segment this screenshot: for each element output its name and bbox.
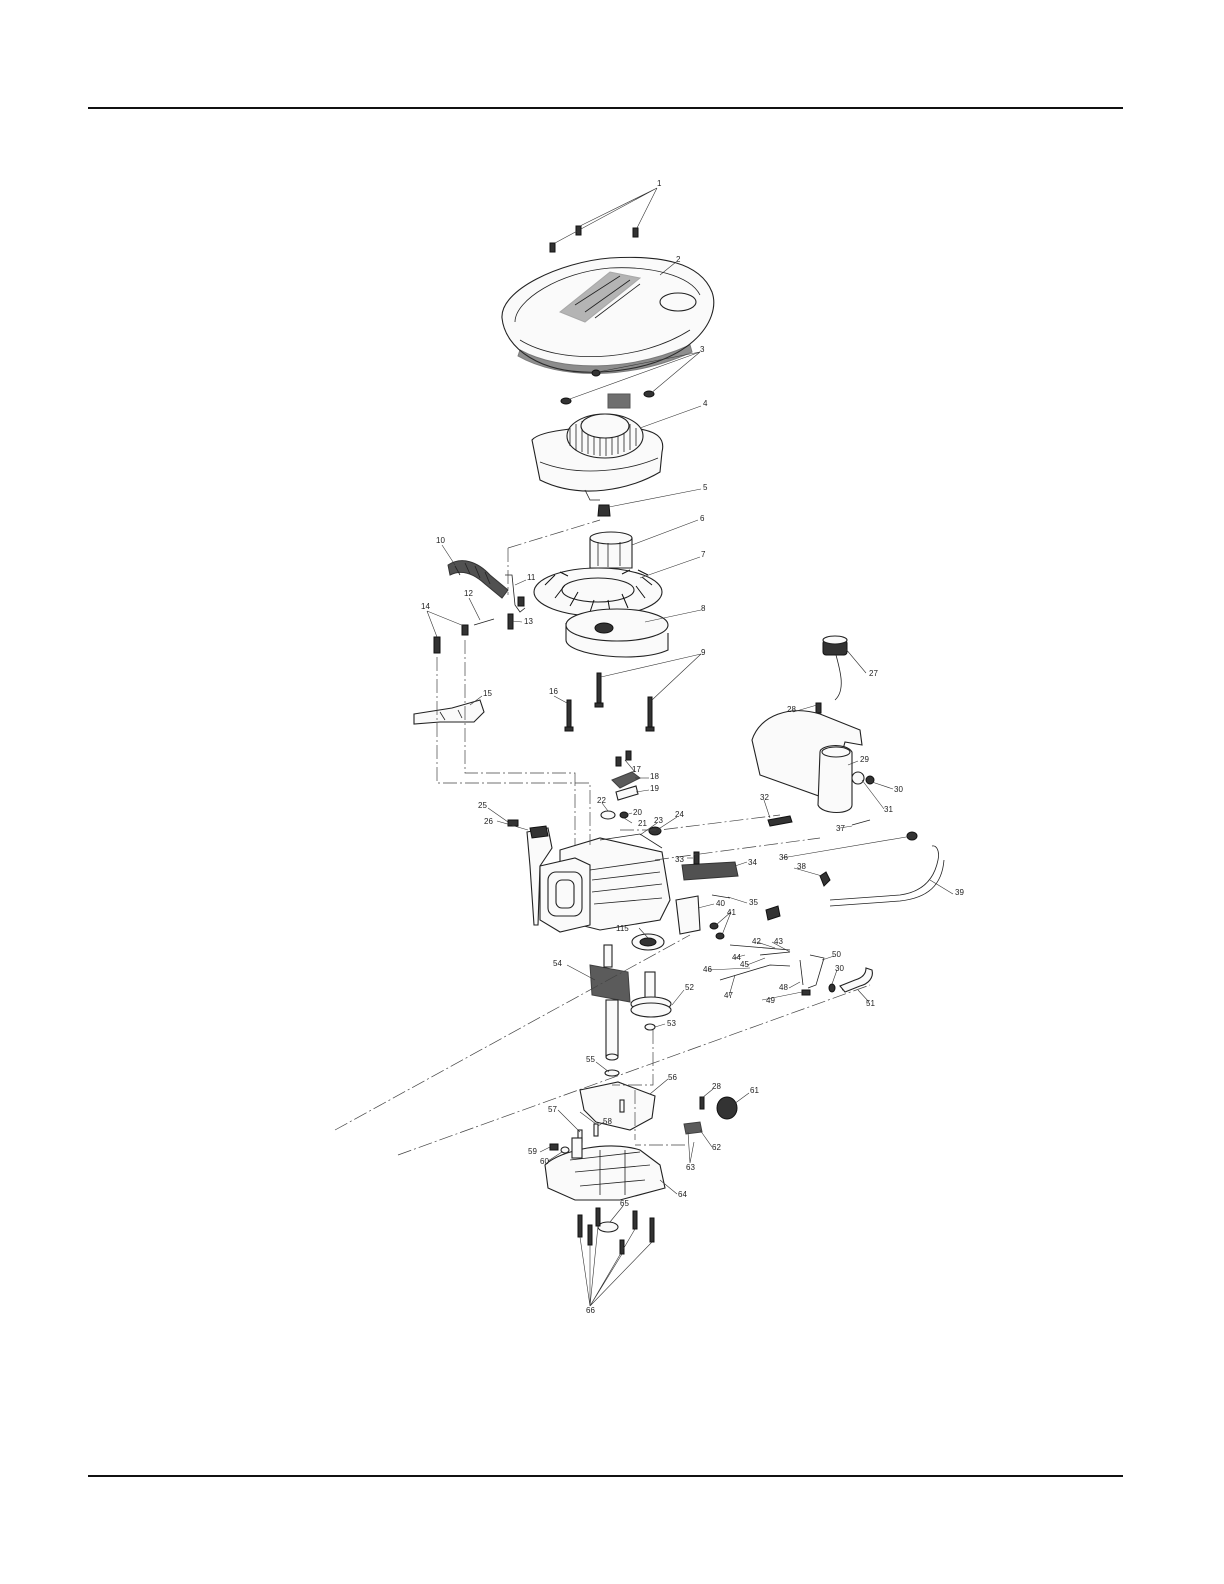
fan-housing <box>532 394 663 500</box>
flywheel <box>566 609 668 657</box>
callout-labels: 1 2 3 4 5 6 7 8 9 10 11 12 13 14 15 16 1… <box>421 179 964 1315</box>
bearing-115 <box>632 934 664 950</box>
callout-19: 19 <box>650 784 659 793</box>
callout-9: 9 <box>701 648 706 657</box>
baffle <box>414 700 484 724</box>
callout-58: 58 <box>603 1117 612 1126</box>
callout-53: 53 <box>667 1019 676 1028</box>
callout-1: 1 <box>657 179 662 188</box>
callout-61: 61 <box>750 1086 759 1095</box>
screws-17 <box>616 751 631 766</box>
callout-49: 49 <box>766 996 775 1005</box>
bracket-18-19 <box>612 772 640 800</box>
callout-115: 115 <box>616 924 629 933</box>
callout-50: 50 <box>832 950 841 959</box>
callout-27: 27 <box>869 669 878 678</box>
callout-51: 51 <box>866 999 875 1008</box>
callout-15: 15 <box>483 689 492 698</box>
crankshaft <box>590 945 630 1060</box>
callout-2: 2 <box>676 255 681 264</box>
callout-47: 47 <box>724 991 733 1000</box>
screws-1 <box>550 226 638 252</box>
callout-30b: 30 <box>835 964 844 973</box>
governor-parts <box>682 852 738 898</box>
stud-16 <box>565 700 573 731</box>
callout-41: 41 <box>727 908 736 917</box>
callout-54: 54 <box>553 959 562 968</box>
screen <box>590 532 632 568</box>
engine-block <box>540 811 670 932</box>
callout-62: 62 <box>712 1143 721 1152</box>
callout-25: 25 <box>478 801 487 810</box>
crankcase-gasket <box>580 1082 655 1130</box>
callout-21: 21 <box>638 819 647 828</box>
callout-65: 65 <box>620 1199 629 1208</box>
callout-30: 30 <box>894 785 903 794</box>
callout-13: 13 <box>524 617 533 626</box>
callout-43: 43 <box>774 937 783 946</box>
callout-28: 28 <box>787 705 796 714</box>
callout-29: 29 <box>860 755 869 764</box>
callout-18: 18 <box>650 772 659 781</box>
brake-lever-assembly <box>448 561 525 629</box>
callout-57: 57 <box>548 1105 557 1114</box>
callout-14: 14 <box>421 602 430 611</box>
callout-45: 45 <box>740 960 749 969</box>
callout-33: 33 <box>675 855 684 864</box>
callout-52: 52 <box>685 983 694 992</box>
callout-55: 55 <box>586 1055 595 1064</box>
callout-6: 6 <box>700 514 705 523</box>
callout-35: 35 <box>749 898 758 907</box>
callout-28b: 28 <box>712 1082 721 1091</box>
callout-66: 66 <box>586 1306 595 1315</box>
fan <box>534 568 662 616</box>
callout-64: 64 <box>678 1190 687 1199</box>
throttle-linkage <box>720 906 872 995</box>
callout-20: 20 <box>633 808 642 817</box>
callout-48: 48 <box>779 983 788 992</box>
callout-17: 17 <box>632 765 641 774</box>
callout-7: 7 <box>701 550 706 559</box>
callout-39: 39 <box>955 888 964 897</box>
callout-59: 59 <box>528 1147 537 1156</box>
studs-9 <box>595 673 654 731</box>
fuel-line <box>820 832 944 906</box>
callout-63: 63 <box>686 1163 695 1172</box>
callout-3: 3 <box>700 345 705 354</box>
fuel-tank-assembly <box>752 636 874 826</box>
governor-gear <box>684 1097 737 1134</box>
leader-lines <box>427 188 953 1306</box>
callout-56: 56 <box>668 1073 677 1082</box>
screws-14 <box>434 625 468 653</box>
callout-60: 60 <box>540 1157 549 1166</box>
air-cleaner-cover <box>502 257 714 373</box>
callout-34: 34 <box>748 858 757 867</box>
callout-8: 8 <box>701 604 706 613</box>
callout-11: 11 <box>527 573 536 582</box>
callout-31: 31 <box>884 805 893 814</box>
camshaft-gear <box>631 972 671 1030</box>
callout-16: 16 <box>549 687 558 696</box>
callout-38: 38 <box>797 862 806 871</box>
callout-10: 10 <box>436 536 445 545</box>
callout-32: 32 <box>760 793 769 802</box>
callout-22: 22 <box>597 796 606 805</box>
callout-4: 4 <box>703 399 708 408</box>
callout-5: 5 <box>703 483 708 492</box>
callout-24: 24 <box>675 810 684 819</box>
oil-seal-65 <box>598 1222 618 1232</box>
drain-plug <box>550 1144 569 1153</box>
callout-26: 26 <box>484 817 493 826</box>
starter-cup <box>598 505 610 516</box>
callout-46: 46 <box>703 965 712 974</box>
callout-23: 23 <box>654 816 663 825</box>
callout-12: 12 <box>464 589 473 598</box>
callout-42: 42 <box>752 937 761 946</box>
callout-37: 37 <box>836 824 845 833</box>
footer-rule <box>88 1475 1123 1477</box>
callout-40: 40 <box>716 899 725 908</box>
callout-36: 36 <box>779 853 788 862</box>
